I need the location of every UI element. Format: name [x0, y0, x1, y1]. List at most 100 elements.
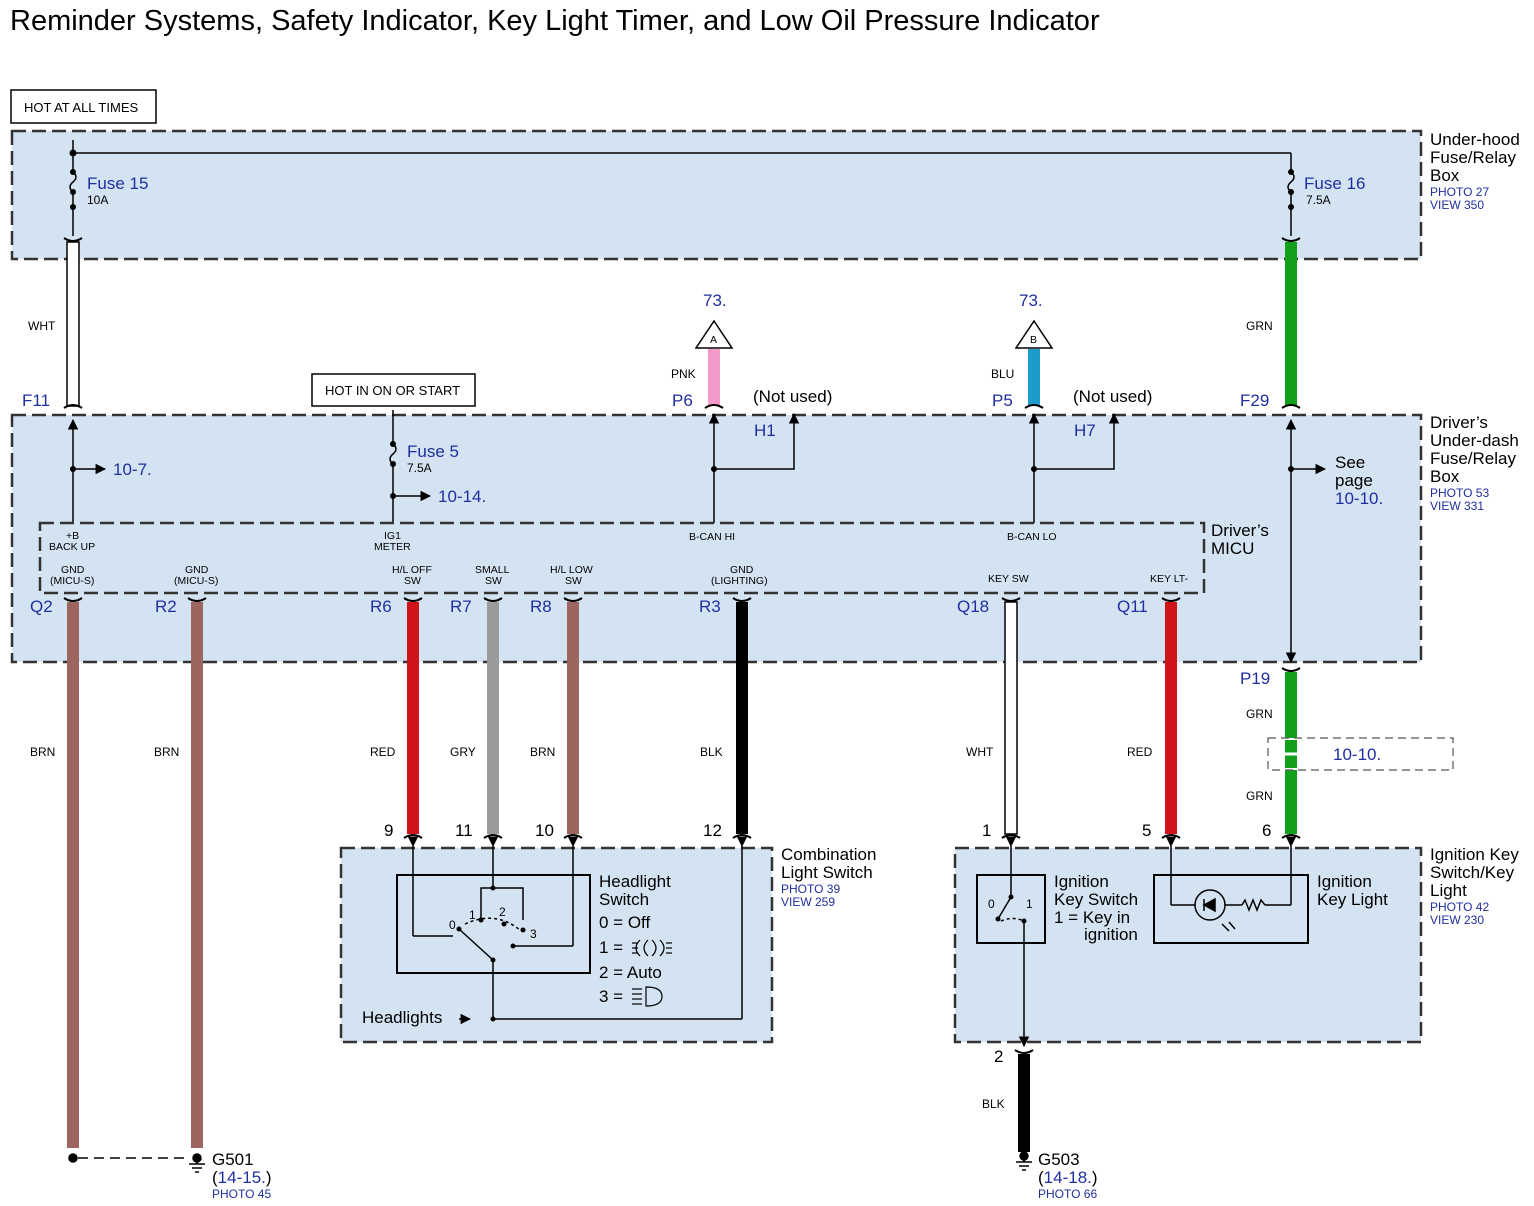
ignition-pos-1: 1 [1026, 897, 1033, 911]
fuse-5-name: Fuse 5 [407, 442, 459, 461]
hot-in-on-label: HOT IN ON OR START [325, 383, 460, 398]
underdash-photo: PHOTO 53 [1430, 486, 1489, 500]
headlight-pos-1: 1 [469, 908, 476, 922]
ignition-switch-legend-2: ignition [1084, 925, 1138, 944]
connector-h1: H1 [754, 421, 776, 440]
pin-gndl-1: GND [730, 564, 754, 576]
underdash-view: VIEW 331 [1430, 499, 1484, 513]
wire-label-brn-2: BRN [154, 745, 179, 759]
micu-label-1: Driver’s [1211, 521, 1269, 540]
wire-label-brn-1: BRN [30, 745, 55, 759]
wire-brn-q2 [67, 602, 79, 1148]
combination-label-1: Combination [781, 845, 876, 864]
fuse-15-name: Fuse 15 [87, 174, 148, 193]
underdash-label-1: Driver’s [1430, 413, 1488, 432]
combination-photo: PHOTO 39 [781, 882, 840, 896]
ref-10-10: 10-10. [1333, 745, 1381, 764]
ground-g503-photo: PHOTO 66 [1038, 1187, 1097, 1201]
ground-g503-name: G503 [1038, 1150, 1080, 1169]
ignition-pos-0: 0 [988, 897, 995, 911]
pin-keylt: KEY LT- [1150, 573, 1189, 585]
connector-p5: P5 [992, 391, 1013, 410]
ref-triangle-b [1014, 319, 1054, 349]
wire-label-blk-2: BLK [982, 1097, 1005, 1111]
headlight-switch-title-1: Headlight [599, 872, 671, 891]
ref-10-14: 10-14. [438, 487, 486, 506]
pin-9: 9 [384, 821, 393, 840]
pin-small-1: SMALL [475, 564, 510, 576]
connector-p6: P6 [672, 391, 693, 410]
pin-hllow-1: H/L LOW [550, 564, 593, 576]
micu-label-2: MICU [1211, 539, 1254, 558]
pin-small-2: SW [485, 575, 502, 587]
ref-triangle-a-label: A [710, 334, 717, 346]
hot-in-on-box [311, 373, 476, 407]
connector-q2: Q2 [30, 597, 53, 616]
wire-wht-q18 [1004, 601, 1018, 835]
combination-label-2: Light Switch [781, 863, 873, 882]
fuse-16-name: Fuse 16 [1304, 174, 1365, 193]
fuse-5 [389, 410, 432, 523]
ground-g501-symbol [68, 1153, 205, 1173]
underhood-fuse-box [10, 129, 1423, 261]
connector-p19: P19 [1240, 669, 1270, 688]
wire-wht-f11 [66, 241, 80, 407]
ignition-box [953, 846, 1423, 1044]
headlight-switch-title-2: Switch [599, 890, 649, 909]
pin-ig1-1: IG1 [384, 530, 401, 542]
wire-label-pnk: PNK [671, 367, 696, 381]
pin-gnd2-a: GND [185, 564, 209, 576]
parking-light-icon [632, 939, 672, 957]
headlight-pos-2: 2 [499, 905, 506, 919]
ref-triangle-b-label: B [1030, 334, 1037, 346]
pin-gnd1-b: (MICU-S) [50, 575, 94, 587]
wire-blu-p5 [1028, 349, 1040, 405]
underhood-view: VIEW 350 [1430, 198, 1484, 212]
pin-11: 11 [455, 821, 473, 840]
pin-1: 1 [982, 821, 991, 840]
ignition-key-switch-symbol [976, 836, 1046, 1048]
ignition-switch-title-2: Key Switch [1054, 890, 1138, 909]
see-page-ref: 10-10. [1335, 489, 1383, 508]
see-page-2: page [1335, 471, 1373, 490]
headlight-legend-2: 2 = Auto [599, 963, 662, 982]
headlight-icon [632, 986, 663, 1007]
ignition-view: VIEW 230 [1430, 913, 1484, 927]
wire-brn-r8 [567, 602, 579, 834]
key-light-title-2: Key Light [1317, 890, 1388, 909]
wire-label-wht-1: WHT [28, 319, 56, 333]
pin-keysw: KEY SW [988, 573, 1029, 585]
headlight-legend-0: 0 = Off [599, 913, 650, 932]
headlight-legend-1: 1 = [599, 938, 623, 957]
not-used-1: (Not used) [753, 387, 832, 406]
underhood-label-1: Under-hood [1430, 130, 1520, 149]
ref-10-7: 10-7. [113, 460, 152, 479]
connector-f29: F29 [1240, 391, 1269, 410]
underdash-label-3: Fuse/Relay [1430, 449, 1516, 468]
pin-gnd2-b: (MICU-S) [174, 575, 218, 587]
not-used-2: (Not used) [1073, 387, 1152, 406]
connector-r7: R7 [450, 597, 472, 616]
ignition-label-3: Light [1430, 881, 1467, 900]
connector-r2: R2 [155, 597, 177, 616]
underhood-photo: PHOTO 27 [1430, 185, 1489, 199]
pin-gnd1-a: GND [61, 564, 85, 576]
wire-label-red-2: RED [1127, 745, 1153, 759]
hot-at-all-times-label: HOT AT ALL TIMES [24, 100, 138, 115]
pin-gndl-2: (LIGHTING) [711, 575, 768, 587]
pin-hllow-2: SW [565, 575, 582, 587]
connector-h7: H7 [1074, 421, 1096, 440]
wire-label-grn-2: GRN [1246, 707, 1273, 721]
pin-6: 6 [1262, 821, 1271, 840]
wire-grn-f29 [1285, 242, 1297, 406]
underdash-label-2: Under-dash [1430, 431, 1519, 450]
wire-red-r6 [407, 602, 419, 834]
ground-g501-ref: (14-15.) [212, 1168, 272, 1187]
ignition-key-light-symbol [1153, 836, 1309, 944]
pin-hloff-2: SW [404, 575, 421, 587]
wire-blk-g503 [1018, 1054, 1030, 1152]
headlights-label: Headlights [362, 1008, 442, 1027]
underhood-label-2: Fuse/Relay [1430, 148, 1516, 167]
headlight-pos-0: 0 [449, 918, 456, 932]
